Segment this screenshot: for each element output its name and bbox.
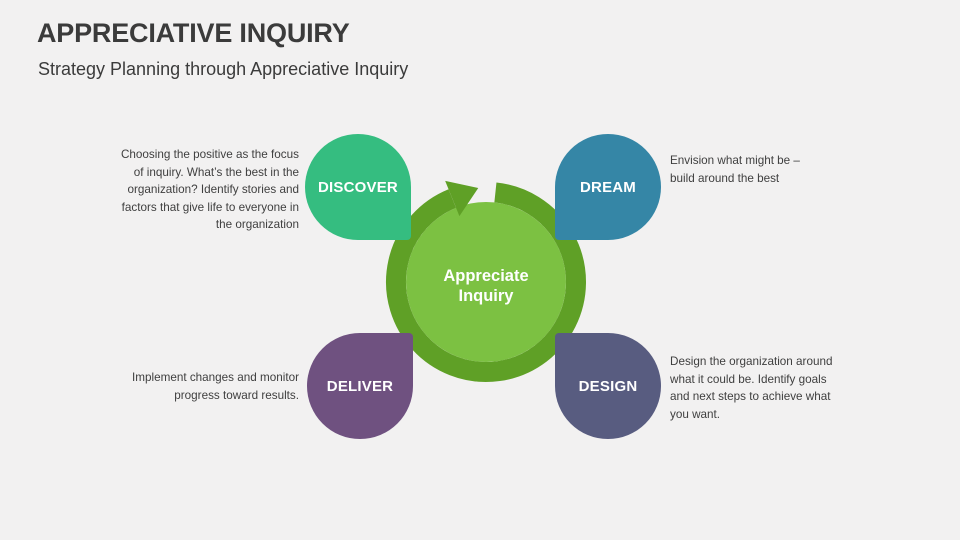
- cycle-arrowhead: [445, 180, 479, 217]
- page-subtitle: Strategy Planning through Appreciative I…: [38, 59, 409, 79]
- stage-label-dream: DREAM: [580, 178, 636, 196]
- stage-bubble-discover: DISCOVER: [305, 134, 411, 240]
- stage-description-dream: Envision what might be – build around th…: [670, 154, 800, 185]
- stage-bubble-dream: DREAM: [555, 134, 661, 240]
- page-title: APPRECIATIVE INQUIRY: [37, 18, 350, 48]
- stage-bubble-deliver: DELIVER: [307, 333, 413, 439]
- stage-description-discover: Choosing the positive as the focus of in…: [120, 148, 299, 231]
- center-label: Appreciate Inquiry: [443, 267, 529, 305]
- stage-label-design: DESIGN: [578, 377, 638, 395]
- stage-description-deliver: Implement changes and monitor progress t…: [132, 371, 299, 402]
- stage-label-discover: DISCOVER: [318, 178, 398, 196]
- center-circle: [406, 202, 566, 362]
- stage-bubble-design: DESIGN: [555, 333, 661, 439]
- stage-label-deliver: DELIVER: [326, 377, 394, 395]
- stage-description-design: Design the organization around what it c…: [670, 355, 833, 421]
